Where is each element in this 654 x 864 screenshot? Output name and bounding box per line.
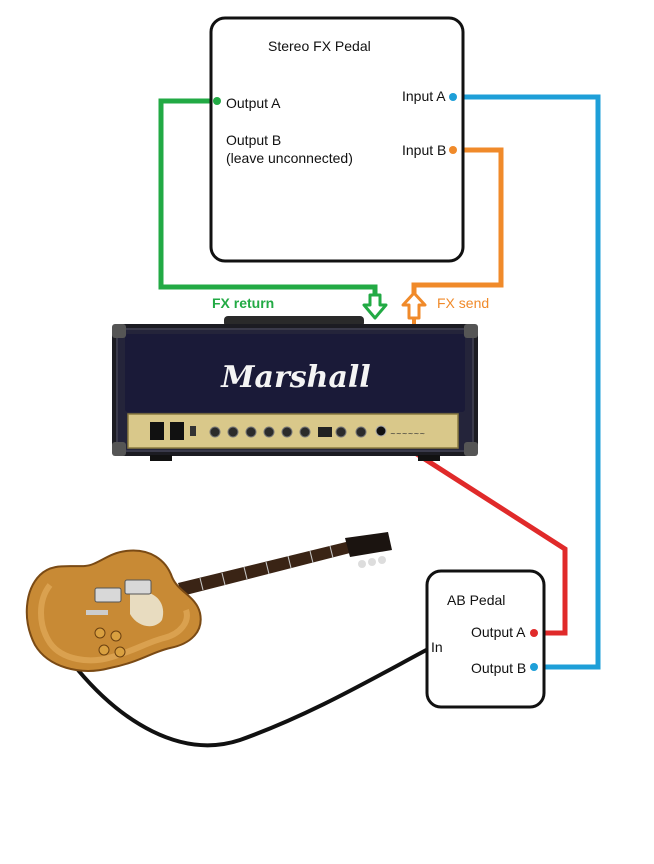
ab-pedal: AB Pedal Output A Output B In bbox=[425, 569, 546, 709]
fx-send-label: FX send bbox=[437, 295, 489, 311]
fx-input-b-label: Input B bbox=[402, 142, 446, 158]
fx-output-b-note: (leave unconnected) bbox=[226, 150, 353, 166]
svg-text:~~~~~~: ~~~~~~ bbox=[390, 430, 425, 438]
ab-to-amp-cable bbox=[379, 428, 568, 636]
fx-output-b-label: Output B bbox=[226, 132, 281, 148]
ab-output-a-label: Output A bbox=[471, 624, 526, 640]
amp-head-image: Marshall ~~~~~~ bbox=[112, 316, 478, 461]
ab-pedal-title: AB Pedal bbox=[447, 592, 505, 608]
stereo-fx-pedal: Stereo FX Pedal Output A Output B (leave… bbox=[209, 16, 465, 263]
fx-send-arrow-icon bbox=[401, 291, 427, 320]
guitar-cable bbox=[76, 646, 431, 748]
ab-output-b-label: Output B bbox=[471, 660, 526, 676]
fx-output-a-label: Output A bbox=[226, 95, 281, 111]
ab-input-label: In bbox=[431, 639, 443, 655]
fx-return-cable bbox=[158, 98, 378, 296]
electric-guitar-image bbox=[25, 532, 392, 672]
amp-logo: Marshall bbox=[220, 360, 370, 395]
ab-to-fx-cable bbox=[453, 94, 601, 670]
fx-send-cable bbox=[411, 147, 504, 300]
fx-return-arrow-icon bbox=[362, 293, 388, 320]
fx-return-label: FX return bbox=[212, 295, 274, 311]
fx-input-a-label: Input A bbox=[402, 88, 446, 104]
fx-pedal-title: Stereo FX Pedal bbox=[268, 38, 371, 54]
